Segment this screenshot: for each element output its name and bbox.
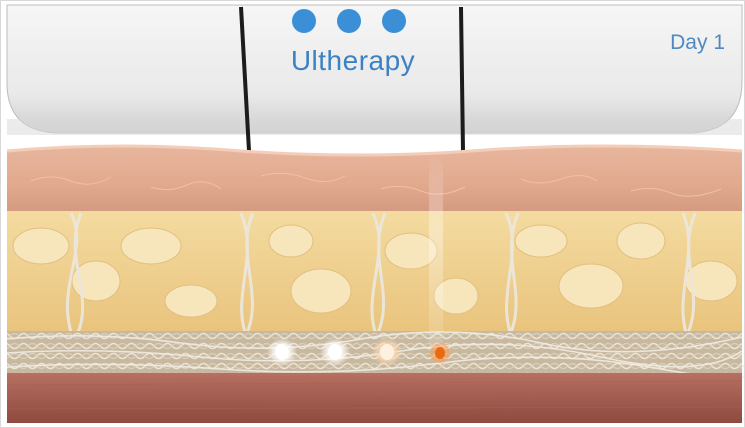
day-label: Day 1 [625,31,725,55]
ultrasound-beam [429,151,443,351]
logo-dot-icon [337,9,361,33]
transducer-device [7,5,742,151]
logo-dot-icon [382,9,406,33]
ultherapy-logo: Ultherapy [253,45,453,77]
logo-dot-icon [292,9,316,33]
